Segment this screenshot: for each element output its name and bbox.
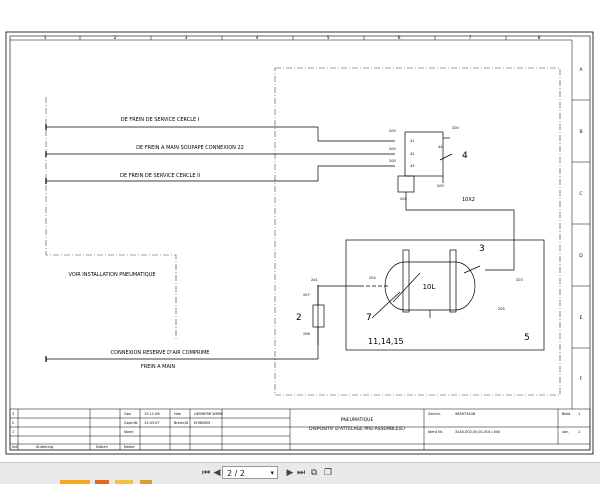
switch-port-1: 201 [311, 278, 318, 282]
col-label-6: 6 [398, 35, 401, 41]
drawn-name: Hak [174, 412, 182, 416]
tank-ref: 3 [479, 244, 485, 254]
valve-port-num-41: 41 [410, 139, 414, 143]
next-page-icon[interactable]: ▶ [286, 468, 294, 478]
copy-icon[interactable]: ⧉ [310, 468, 318, 478]
pipe-size: 10X2 [462, 197, 475, 203]
title-line-2: DISPOSITIF D'ATTELAGE PRE-ASSEMBLE(E) [309, 426, 405, 432]
checked-date: 13.03.07 [144, 421, 160, 425]
row-label-b: B [579, 129, 582, 135]
column-dividers [79, 36, 507, 40]
tank-drain: 205 [498, 307, 505, 311]
valve-port-num-44: 44 [438, 145, 443, 149]
strip-1 [60, 480, 90, 484]
switch-port-3: 206 [303, 332, 310, 336]
sheets-value: 1 [578, 430, 580, 434]
col-label-2: 2 [114, 35, 117, 41]
brake-lines [46, 126, 395, 360]
valve-port-4: 200 [452, 126, 459, 130]
col-label-3: 3 [185, 35, 188, 41]
strip-4 [140, 480, 152, 484]
strip-3 [115, 480, 133, 484]
label-drawn: Gez. [124, 412, 132, 416]
checked-name: Brenn/D [174, 421, 189, 425]
tank-port-out: 203 [516, 278, 523, 282]
row-label-f: F [580, 376, 583, 382]
first-page-icon[interactable]: ⏮ [201, 468, 211, 478]
valve-port-5: 200 [437, 184, 444, 188]
page-value: 2 / 2 [227, 469, 245, 478]
sheet-value: 1 [578, 412, 580, 416]
valve-ref: 4 [462, 151, 468, 161]
valve-port-num-42: 42 [410, 152, 414, 156]
viewer-toolbar: ⏮ ◀ 2 / 2 ▾ ▶ ⏭ ⧉ ❐ [0, 462, 600, 484]
tank-volume: 10L [423, 283, 436, 291]
label-hand-brake-valve: DE FREIN A MAIN SOUPAPE CONNEXION 22 [136, 145, 244, 151]
label-checked: Geprüft [124, 421, 138, 425]
row-dividers [572, 99, 590, 349]
valve-port-6: 200 [400, 197, 407, 201]
last-page-icon[interactable]: ⏭ [296, 468, 306, 478]
row-label-a: A [579, 67, 583, 73]
group-boundaries [45, 67, 561, 396]
label-name: Name [124, 445, 134, 449]
row-label-e: E [580, 315, 583, 321]
title-line-1: PNEUMATIQUE [341, 417, 374, 423]
label-part: Ident Nr. [428, 430, 443, 434]
strip-2 [95, 480, 109, 484]
sheets-label: von [562, 430, 568, 434]
col-label-8: 8 [538, 35, 541, 41]
rev-1: 1 [12, 430, 14, 434]
switch-ref: 2 [296, 313, 302, 323]
switch-port-2: 207 [303, 293, 310, 297]
row-label-d: D [579, 253, 583, 259]
label-hand-brake: FREIN A MAIN [141, 364, 176, 370]
page-selector[interactable]: 2 / 2 ▾ [222, 466, 278, 479]
row-label-c: C [579, 191, 582, 197]
group-box [345, 239, 545, 351]
label-air-reserve: CONNEXION RESERVE D'AIR COMPRIME [111, 350, 210, 356]
col-label-7: 7 [469, 35, 472, 41]
valve-port-num-43: 43 [410, 164, 414, 168]
chevron-down-icon: ▾ [270, 469, 274, 477]
pages-icon[interactable]: ❐ [323, 468, 333, 478]
company-2: EHINGEN [194, 421, 210, 425]
label-service-circle-2: DE FREIN DE SERVICE CERCLE II [120, 173, 200, 179]
label-modification: Änderung [36, 444, 53, 449]
company-1: LIEBHERR WERK [194, 412, 224, 416]
label-see-pneumatic: VOIR INSTALLATION PNEUMATIQUE [69, 272, 156, 278]
tank-mount-ref: 7 [366, 313, 372, 323]
tank-port-in: 204 [369, 276, 376, 280]
group-ref: 5 [524, 333, 530, 343]
drawing-no: 985973408 [455, 412, 475, 416]
col-label-1: 1 [44, 35, 47, 41]
air-tank [360, 249, 515, 319]
label-ind: Ind [12, 445, 17, 449]
part-no: 3244-002,00,01,001=000 [455, 430, 500, 434]
drawn-date: 13.11.06 [144, 412, 160, 416]
outer-frame [5, 31, 594, 455]
pressure-switch [312, 285, 360, 345]
col-label-5: 5 [327, 35, 330, 41]
valve-block [397, 131, 515, 265]
valve-port-2: 200 [389, 147, 396, 151]
col-label-4: 4 [256, 35, 259, 41]
label-drawing: Zeichn. [428, 412, 441, 416]
valve-port-1: 200 [389, 129, 396, 133]
tank-mount-parts: 11,14,15 [368, 337, 404, 346]
prev-page-icon[interactable]: ◀ [213, 468, 221, 478]
valve-port-3: 200 [389, 159, 396, 163]
label-service-circle-1: DE FREIN DE SERVICE CERCLE I [121, 117, 200, 123]
rev-2: 2 [12, 421, 14, 425]
label-norm: Norm [124, 430, 134, 434]
label-date: Datum [96, 445, 108, 449]
title-block [9, 408, 591, 451]
rev-3: 3 [12, 412, 14, 416]
sheet-label: Blatt [562, 412, 571, 416]
